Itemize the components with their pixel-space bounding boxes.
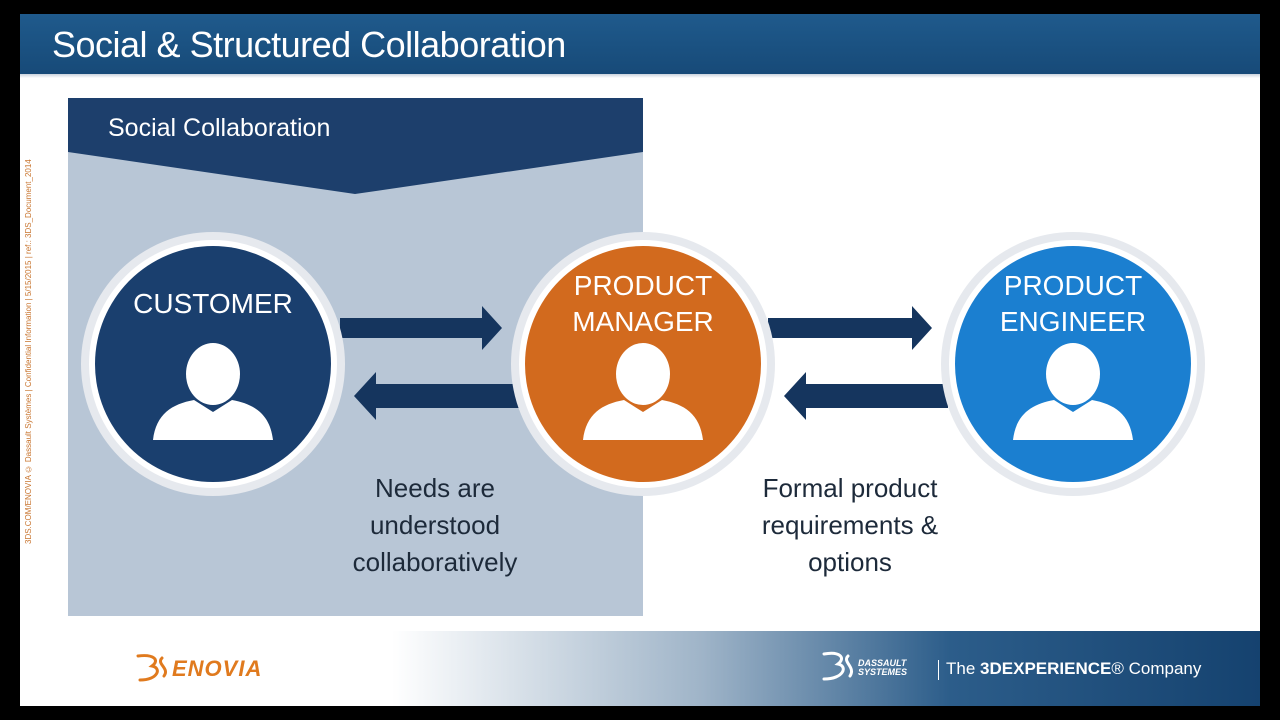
- person-icon: [583, 343, 703, 440]
- tagline-bold: 3DEXPERIENCE: [980, 659, 1112, 678]
- node-product-manager: [511, 232, 775, 496]
- slide: Social & Structured Collaboration Social…: [20, 14, 1260, 706]
- caption-right-line1: Formal product: [762, 473, 938, 503]
- social-collaboration-label: Social Collaboration: [108, 114, 331, 142]
- product-engineer-label-line1: PRODUCT: [1003, 270, 1143, 301]
- brand-line2: SYSTEMES: [858, 667, 908, 677]
- 3ds-logo-icon: [136, 654, 167, 682]
- product-engineer-label: PRODUCT ENGINEER: [963, 268, 1183, 340]
- tagline-suffix: ® Company: [1111, 659, 1202, 678]
- caption-formal-requirements: Formal product requirements & options: [730, 470, 970, 581]
- product-manager-label: PRODUCT MANAGER: [533, 268, 753, 340]
- arrow-manager-to-customer: [354, 372, 520, 420]
- node-product-engineer: [941, 232, 1205, 496]
- product-manager-label-line2: MANAGER: [572, 306, 714, 337]
- caption-right-line2: requirements &: [761, 510, 939, 540]
- customer-label: CUSTOMER: [133, 288, 293, 319]
- person-icon: [1013, 343, 1133, 440]
- product-engineer-label-line2: ENGINEER: [999, 306, 1147, 337]
- enovia-wordmark: ENOVIA: [172, 656, 263, 681]
- dassault-systemes-wordmark: DASSAULT SYSTEMES: [858, 659, 907, 677]
- footer-band: [20, 631, 1260, 706]
- brand-line1: DASSAULT: [858, 658, 907, 668]
- dassault-systemes-logo-icon: [822, 651, 853, 681]
- person-icon: [153, 343, 273, 440]
- caption-needs-understood: Needs are understood collaboratively: [315, 470, 555, 581]
- brand-divider: [938, 660, 939, 680]
- title-shadow: [20, 74, 1260, 78]
- collaboration-diagram: [81, 232, 1205, 496]
- caption-left-line2: understood: [369, 510, 501, 540]
- arrow-manager-to-engineer: [768, 306, 932, 350]
- caption-right-line3: options: [808, 547, 892, 577]
- slide-title: Social & Structured Collaboration: [52, 24, 566, 65]
- enovia-logo: [136, 654, 167, 682]
- confidential-side-note: 3DS.COM/ENOVIA © Dassault Systèmes | Con…: [24, 159, 33, 544]
- caption-left-line3: collaboratively: [352, 547, 518, 577]
- tagline-prefix: The: [946, 659, 981, 678]
- node-customer: [81, 232, 345, 496]
- arrow-engineer-to-manager: [784, 372, 948, 420]
- 3dexperience-tagline: The 3DEXPERIENCE® Company: [946, 659, 1201, 679]
- title-bar: Social & Structured Collaboration: [20, 14, 1260, 74]
- product-manager-label-line1: PRODUCT: [573, 270, 713, 301]
- social-collaboration-banner: [68, 98, 643, 194]
- arrow-customer-to-manager: [340, 306, 502, 350]
- caption-left-line1: Needs are: [375, 473, 495, 503]
